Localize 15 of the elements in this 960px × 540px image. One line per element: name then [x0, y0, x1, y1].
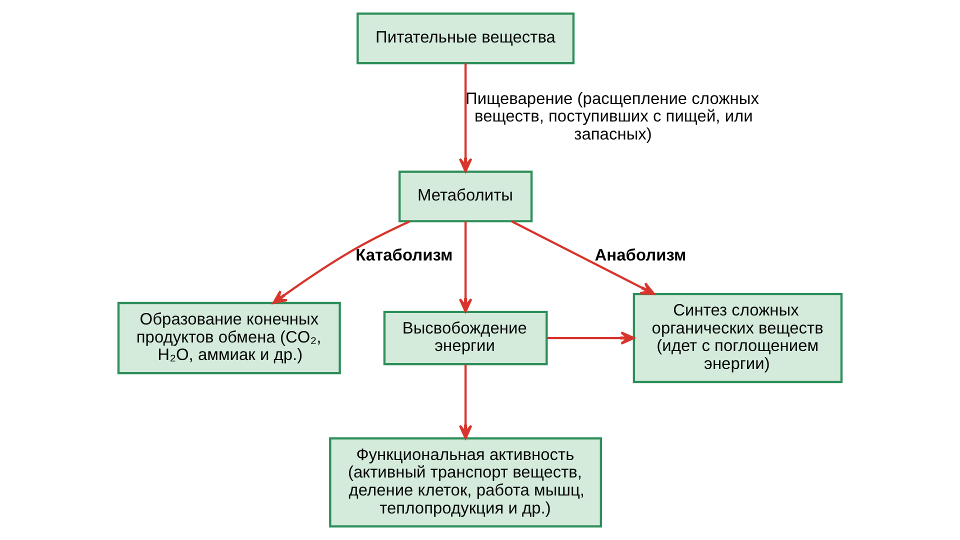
edge-label: Пищеварение (расщепление сложных веществ, поступивших с пищей, или запасных) [466, 90, 759, 144]
arrow [458, 221, 472, 313]
node-box: Синтез сложных органических веществ (идет с поглощением энергии) [632, 292, 843, 384]
edge-label: Катаболизм [356, 246, 453, 265]
arrow [458, 364, 472, 440]
node-box: Высвобождение энергии [383, 310, 548, 366]
node-box: Метаболиты [398, 170, 533, 222]
arrow [511, 220, 655, 295]
edge-label: Анаболизм [594, 246, 686, 265]
arrow [272, 220, 410, 304]
arrow [546, 331, 635, 345]
node-box: Функциональная активность (активный транспорт веществ, деление клеток, работа мышц, теплопродукция и др.) [329, 437, 602, 528]
arrow [458, 63, 472, 172]
node-box: Образование конечных продуктов обмена (CO₂, H₂O, аммиак и др.) [117, 302, 341, 374]
node-box: Питательные вещества [356, 12, 575, 64]
